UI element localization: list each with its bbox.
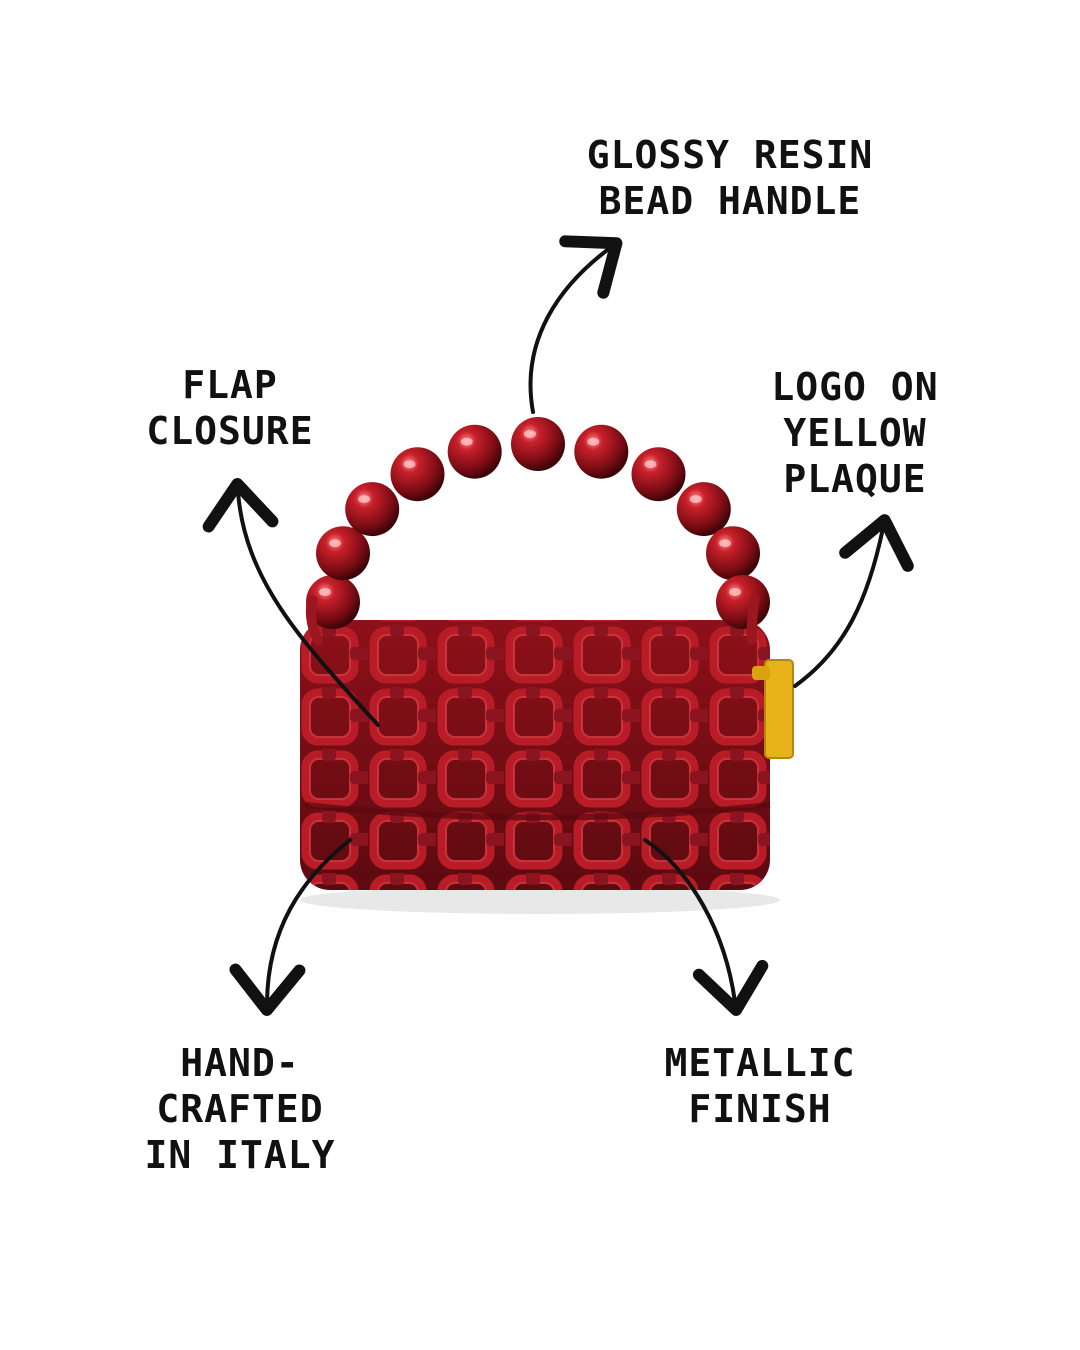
bead-highlight: [689, 495, 702, 504]
bead-highlight: [729, 588, 741, 596]
handle-bead: [306, 575, 360, 629]
arrow-handle: [528, 235, 623, 414]
bead-highlight: [358, 495, 371, 504]
bead-highlight: [524, 430, 536, 438]
handle-connector: [305, 595, 323, 645]
handle-bead: [706, 526, 760, 581]
handle-bead: [316, 526, 370, 581]
bead-highlight: [587, 437, 600, 446]
handle-bead: [676, 482, 731, 537]
label-line: closure: [146, 409, 314, 453]
handle-bead: [716, 575, 770, 629]
handle-bead: [447, 424, 502, 479]
label-bead-handle: Glossy resin bead handle: [520, 132, 940, 224]
label-line: Metallic: [664, 1041, 856, 1085]
label-line: yellow: [783, 411, 927, 455]
bead-highlight: [644, 460, 657, 469]
bead-highlight: [719, 539, 731, 548]
handle-bead: [574, 424, 629, 479]
handle-bead: [390, 447, 445, 502]
arrow-flap: [202, 478, 380, 727]
bead-highlight: [319, 588, 331, 596]
label-line: plaque: [783, 457, 927, 501]
label-line: Flap: [182, 363, 278, 407]
arrow-logo: [793, 514, 914, 688]
label-line: Glossy resin: [586, 133, 874, 177]
bead-highlight: [329, 539, 341, 548]
label-line: Hand-: [180, 1041, 300, 1085]
label-line: finish: [688, 1087, 832, 1131]
label-line: bead handle: [598, 179, 862, 223]
label-logo-plaque: Logo on yellow plaque: [720, 364, 990, 502]
bag-flap-edge: [304, 802, 771, 821]
label-line: in Italy: [144, 1133, 336, 1177]
bead-highlight: [460, 437, 473, 446]
label-handcrafted: Hand- crafted in Italy: [100, 1040, 380, 1178]
bead-highlight: [403, 460, 416, 469]
plaque-ring: [752, 666, 770, 680]
arrow-metallic: [643, 838, 769, 1016]
yellow-plaque: [764, 659, 794, 759]
label-metallic-finish: Metallic finish: [620, 1040, 900, 1132]
label-flap-closure: Flap closure: [90, 362, 370, 454]
handle-bead: [511, 417, 565, 471]
handle-bead: [345, 482, 400, 537]
label-line: crafted: [156, 1087, 324, 1131]
label-line: Logo on: [771, 365, 939, 409]
bead-handle: [305, 417, 770, 645]
handle-bead: [631, 447, 686, 502]
arrow-handcrafted: [229, 838, 352, 1016]
handle-connector: [746, 593, 760, 645]
bag-shadow: [300, 886, 780, 914]
bag-chain-links: [300, 620, 770, 890]
